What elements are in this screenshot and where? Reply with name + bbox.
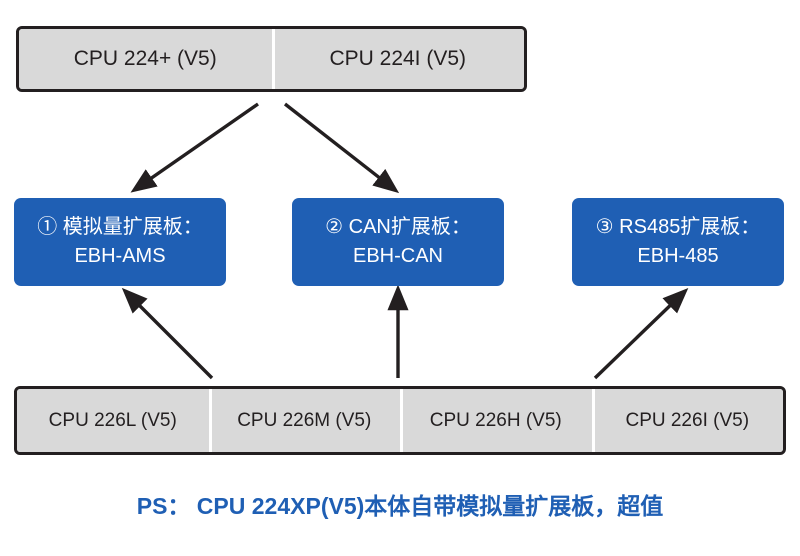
arrow-226h-to-485: [593, 287, 689, 380]
cpu-cell-label: CPU 226L (V5): [48, 409, 177, 431]
cpu-cell-224i[interactable]: CPU 224I (V5): [271, 29, 524, 89]
board-title: ① 模拟量扩展板：: [37, 216, 203, 238]
cpu-cell-226l[interactable]: CPU 226L (V5): [17, 389, 209, 452]
board-title: ② CAN扩展板：: [325, 216, 471, 238]
board-ebh-ams[interactable]: ① 模拟量扩展板： EBH-AMS: [14, 198, 226, 286]
cpu-cell-label: CPU 224+ (V5): [73, 47, 217, 70]
cpu-cell-224plus[interactable]: CPU 224+ (V5): [19, 29, 272, 89]
board-model: EBH-485: [637, 245, 719, 267]
bottom-cpu-group: CPU 226L (V5) CPU 226M (V5) CPU 226H (V5…: [14, 386, 786, 455]
arrow-226l-to-ams: [121, 287, 214, 380]
board-title: ③ RS485扩展板：: [595, 216, 761, 238]
cpu-cell-226i[interactable]: CPU 226I (V5): [591, 389, 783, 452]
top-cpu-group: CPU 224+ (V5) CPU 224I (V5): [16, 26, 527, 92]
cpu-cell-226h[interactable]: CPU 226H (V5): [400, 389, 592, 452]
board-ebh-485[interactable]: ③ RS485扩展板： EBH-485: [572, 198, 784, 286]
cpu-cell-label: CPU 226H (V5): [429, 409, 562, 431]
cpu-cell-label: CPU 226I (V5): [625, 409, 750, 431]
cpu-cell-226m[interactable]: CPU 226M (V5): [208, 389, 400, 452]
arrow-top-to-can: [283, 102, 400, 194]
board-ebh-can[interactable]: ② CAN扩展板： EBH-CAN: [292, 198, 504, 286]
arrow-top-to-ams: [130, 102, 259, 193]
cpu-cell-label: CPU 226M (V5): [237, 409, 372, 431]
cpu-cell-label: CPU 224I (V5): [329, 47, 467, 70]
board-model: EBH-CAN: [352, 245, 443, 267]
footer-note: PS： CPU 224XP(V5)本体自带模拟量扩展板，超值: [136, 493, 664, 519]
board-model: EBH-AMS: [74, 245, 166, 267]
